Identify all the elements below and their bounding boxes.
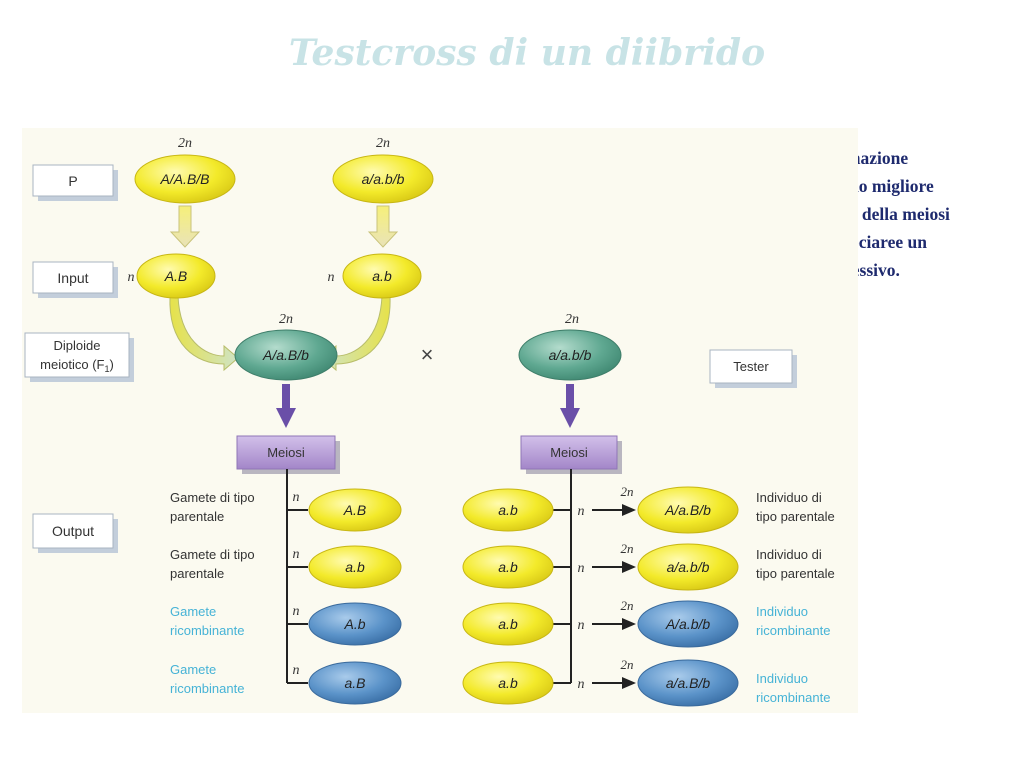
progeny-label: Individuo di <box>756 490 822 505</box>
gamete-label: ricombinante <box>170 681 244 696</box>
progeny-genotype: a/a.B/b <box>666 675 711 691</box>
ploidy-label: n <box>578 677 585 692</box>
gamete-genotype: A.B <box>343 502 367 518</box>
label-box-f1: Diploide meiotico (F1) <box>24 332 134 382</box>
meiosis-box-left: Meiosi <box>236 435 340 474</box>
gamete-label: parentale <box>170 566 224 581</box>
left-bracket <box>286 469 308 684</box>
label-box-tester: Tester <box>709 349 797 388</box>
progeny-label: Individuo di <box>756 547 822 562</box>
tester-gamete: a.b <box>462 488 554 532</box>
meiosis-arrow-left <box>276 384 296 428</box>
label-f1-line1: Diploide <box>54 338 101 353</box>
progeny-genotype: A/a.b/b <box>665 616 711 632</box>
ploidy-label: n <box>293 547 300 562</box>
ploidy-label: n <box>293 490 300 505</box>
ploidy-label: 2n <box>621 484 634 499</box>
progeny-label: ricombinante <box>756 623 830 638</box>
input-right-node: n a.b <box>328 253 422 299</box>
label-box-output: Output <box>32 513 118 553</box>
label-output: Output <box>52 523 94 539</box>
tester-gamete-genotype: a.b <box>498 675 518 691</box>
gamete-row: Gamete di tipo parentale n a.b <box>170 545 402 589</box>
ploidy-label: 2n <box>621 598 634 613</box>
parent-right-genotype: a/a.b/b <box>362 171 405 187</box>
tester-gamete: a.b <box>462 661 554 705</box>
label-f1-line2: meiotico (F1) <box>40 357 114 374</box>
progeny-genotype: A/a.B/b <box>664 502 711 518</box>
progeny-row: n 2n a/a.B/b Individuo ricombinante <box>578 657 830 707</box>
ploidy-label: 2n <box>376 136 390 151</box>
cross-symbol: × <box>421 342 434 367</box>
progeny-label: Individuo <box>756 604 808 619</box>
gamete-row: Gamete ricombinante n A.b <box>170 602 402 646</box>
tester-gamete-genotype: a.b <box>498 559 518 575</box>
progeny-row: n 2n A/a.b/b Individuo ricombinante <box>578 598 830 648</box>
label-box-input: Input <box>32 261 118 298</box>
ploidy-label: n <box>128 270 135 285</box>
ploidy-label: n <box>293 663 300 678</box>
curve-arrow-left <box>169 295 239 372</box>
progeny-row: n 2n a/a.b/b Individuo di tipo parentale <box>578 541 835 591</box>
input-left-genotype: A.B <box>164 268 188 284</box>
parent-right-node: 2n a/a.b/b <box>332 136 434 204</box>
progeny-row: n 2n A/a.B/b Individuo di tipo parentale <box>578 484 835 534</box>
right-bracket <box>553 469 572 684</box>
tester-gamete: a.b <box>462 545 554 589</box>
gamete-genotype: A.b <box>343 616 365 632</box>
progeny-genotype: a/a.b/b <box>667 559 710 575</box>
parent-left-genotype: A/A.B/B <box>159 171 209 187</box>
input-right-genotype: a.b <box>372 268 392 284</box>
arrow-p-to-input-right <box>367 205 399 248</box>
ploidy-label: 2n <box>178 136 192 151</box>
parent-left-node: 2n A/A.B/B <box>134 136 236 204</box>
progeny-label: tipo parentale <box>756 509 835 524</box>
progeny-label: Individuo <box>756 671 808 686</box>
gamete-row: Gamete ricombinante n a.B <box>170 661 402 705</box>
ploidy-label: 2n <box>621 657 634 672</box>
ploidy-label: 2n <box>565 312 579 327</box>
meiosis-label: Meiosi <box>550 445 588 460</box>
f1-node: 2n A/a.B/b <box>234 312 338 381</box>
ploidy-label: n <box>578 504 585 519</box>
label-box-p: P <box>32 164 118 201</box>
gamete-row: Gamete di tipo parentale n A.B <box>170 488 402 532</box>
ploidy-label: 2n <box>621 541 634 556</box>
label-p: P <box>68 173 77 189</box>
gamete-genotype: a.B <box>344 675 365 691</box>
ploidy-label: n <box>578 618 585 633</box>
gamete-label: parentale <box>170 509 224 524</box>
ploidy-label: n <box>293 604 300 619</box>
progeny-label: tipo parentale <box>756 566 835 581</box>
meiosis-arrow-right <box>560 384 580 428</box>
tester-genotype: a/a.b/b <box>549 347 592 363</box>
ploidy-label: 2n <box>279 312 293 327</box>
gamete-label: Gamete <box>170 662 216 677</box>
gamete-label: Gamete di tipo <box>170 547 255 562</box>
gamete-label: ricombinante <box>170 623 244 638</box>
gamete-label: Gamete di tipo <box>170 490 255 505</box>
arrow-p-to-input-left <box>169 205 201 248</box>
tester-node: 2n a/a.b/b <box>518 312 622 381</box>
tester-gamete-genotype: a.b <box>498 502 518 518</box>
meiosis-label: Meiosi <box>267 445 305 460</box>
tester-gamete: a.b <box>462 602 554 646</box>
label-input: Input <box>57 270 88 286</box>
meiosis-box-right: Meiosi <box>520 435 622 474</box>
ploidy-label: n <box>328 270 335 285</box>
input-left-node: n A.B <box>128 253 216 299</box>
f1-genotype: A/a.B/b <box>262 347 309 363</box>
gamete-label: Gamete <box>170 604 216 619</box>
slide-title: Testcross di un diibrido <box>288 32 766 74</box>
label-tester: Tester <box>733 359 769 374</box>
gamete-genotype: a.b <box>345 559 365 575</box>
ploidy-label: n <box>578 561 585 576</box>
progeny-label: ricombinante <box>756 690 830 705</box>
tester-gamete-genotype: a.b <box>498 616 518 632</box>
